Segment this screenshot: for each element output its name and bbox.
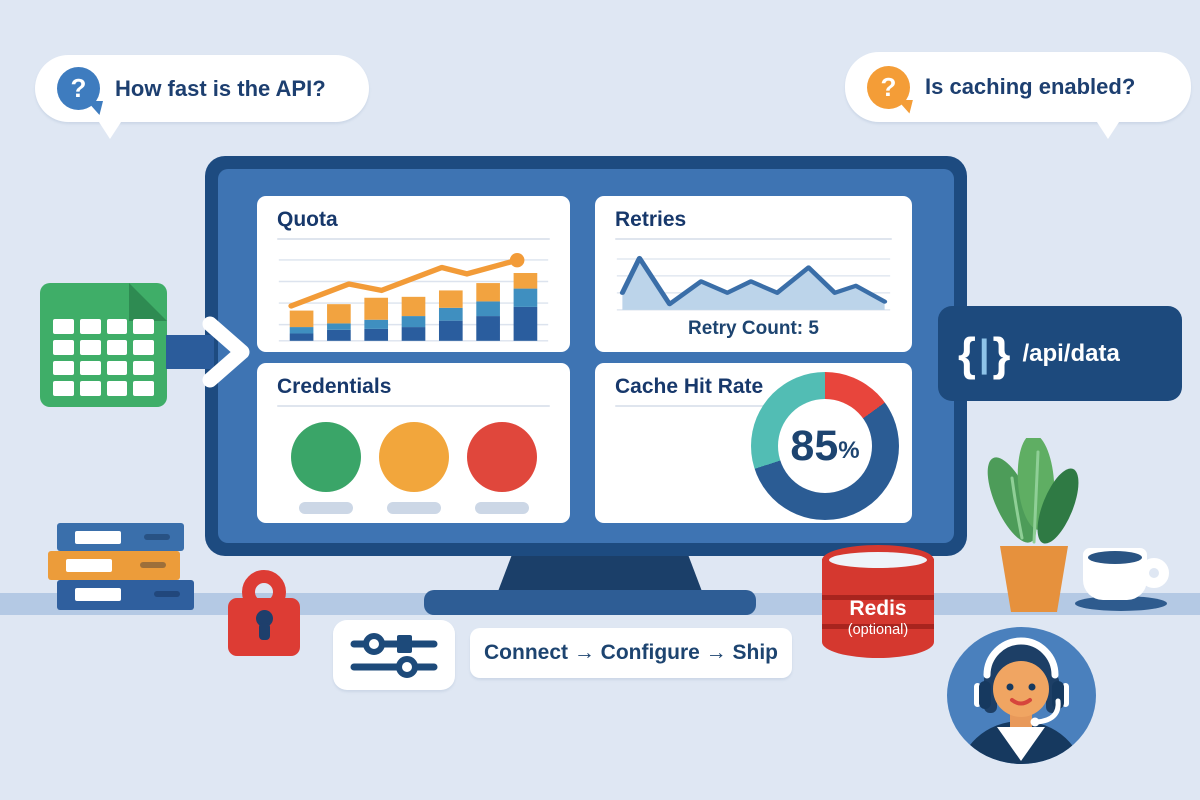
cache-donut: 85 % — [751, 372, 899, 520]
coffee-surface — [1088, 551, 1142, 564]
cursor-pipe-icon: | — [978, 332, 990, 375]
lock-icon — [228, 570, 300, 656]
book-dash — [154, 591, 180, 597]
chevron-right-icon — [202, 316, 250, 388]
saucer — [1075, 596, 1167, 611]
retry-count-caption: Retry Count: 5 — [688, 318, 819, 340]
panel-retries: Retries Retry Count: 5 — [595, 196, 912, 352]
spreadsheet-icon — [40, 283, 167, 407]
retries-title: Retries — [615, 208, 687, 231]
dashboard-screen: Quota Retries Retry Count: 5 Credentials — [218, 169, 954, 543]
spreadsheet-grid — [53, 319, 154, 396]
divider — [277, 405, 550, 408]
book-label — [75, 531, 121, 544]
monitor-frame: Quota Retries Retry Count: 5 Credentials — [205, 156, 967, 556]
cache-unit: % — [838, 437, 860, 464]
book-label — [75, 588, 121, 601]
question-icon: ? — [867, 65, 910, 109]
book-dash — [140, 562, 166, 568]
speech-bubble-left-text: How fast is the API? — [115, 75, 326, 101]
book-icon — [57, 580, 194, 610]
credential-dot — [290, 422, 361, 493]
coffee-cup-icon — [1075, 546, 1175, 612]
cache-title: Cache Hit Rate — [615, 375, 764, 398]
workflow-steps-card: Connect → Configure → Ship — [470, 628, 792, 678]
cache-donut-hole: 85 % — [778, 399, 872, 493]
speech-bubble-right-text: Is caching enabled? — [925, 74, 1136, 99]
code-braces-icon: } — [992, 327, 1011, 380]
workflow-label: Connect → Configure → Ship — [484, 641, 778, 664]
redis-label: Redis — [849, 597, 907, 620]
redis-database-icon: Redis (optional) — [822, 545, 934, 658]
keyhole-stem — [259, 623, 270, 640]
quota-title: Quota — [277, 208, 338, 231]
retries-chart — [616, 256, 891, 311]
credential-pill — [386, 502, 441, 515]
monitor-stand-neck — [497, 556, 703, 594]
cylinder-band — [822, 624, 934, 630]
keyhole-icon — [256, 610, 273, 627]
api-endpoint-badge: { | } /api/data — [938, 306, 1182, 401]
divider — [615, 405, 765, 408]
cylinder-band — [822, 594, 934, 600]
credential-item — [290, 422, 361, 515]
credential-item — [466, 422, 537, 515]
flow-arrow-icon — [166, 335, 214, 369]
divider — [277, 238, 550, 241]
database-cylinder — [822, 559, 934, 658]
divider — [615, 238, 892, 241]
sliders-icon — [350, 633, 438, 678]
api-path: /api/data — [1022, 339, 1120, 367]
quota-chart — [278, 253, 549, 342]
credential-dot — [378, 422, 449, 493]
panel-cache-hit-rate: Cache Hit Rate 85 % — [595, 363, 912, 523]
panel-credentials: Credentials — [257, 363, 570, 523]
redis-sublabel: (optional) — [847, 622, 909, 638]
cache-value: 85 — [790, 421, 839, 470]
plant-icon — [987, 438, 1079, 612]
speech-bubble-left: ? How fast is the API? — [35, 55, 369, 139]
book-label — [66, 559, 112, 572]
credential-item — [378, 422, 449, 515]
credential-pill — [298, 502, 353, 515]
monitor-stand-base — [424, 590, 756, 615]
book-dash — [144, 534, 170, 540]
question-icon: ? — [57, 67, 100, 110]
settings-sliders-card — [333, 620, 455, 690]
folded-corner-icon — [129, 283, 167, 321]
cylinder-top — [822, 545, 934, 575]
code-braces-icon: { — [958, 327, 976, 380]
credential-dot — [466, 422, 537, 493]
support-agent-icon — [947, 627, 1096, 764]
credential-status-row — [277, 422, 550, 515]
credentials-title: Credentials — [277, 375, 392, 398]
panel-quota: Quota — [257, 196, 570, 352]
speech-bubble-right: ? Is caching enabled? — [845, 52, 1191, 139]
credential-pill — [474, 502, 529, 515]
book-icon — [48, 551, 180, 580]
book-icon — [57, 523, 184, 551]
